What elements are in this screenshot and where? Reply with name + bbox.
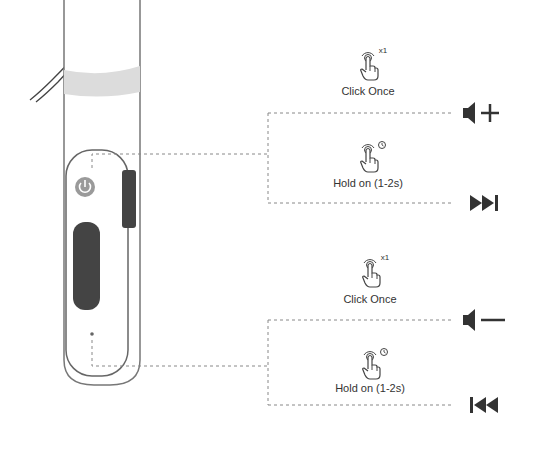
volume-up-symbol xyxy=(463,102,499,124)
leader-line xyxy=(92,113,452,405)
control-module xyxy=(66,150,128,376)
microphone-hole xyxy=(90,332,94,336)
earphone-body xyxy=(64,0,140,385)
volume-button xyxy=(73,222,100,310)
repeat-count: x1 xyxy=(378,47,388,56)
volume-down-symbol xyxy=(463,309,505,331)
repeat-count: x1 xyxy=(380,254,390,263)
power-button xyxy=(75,177,95,197)
tap-icon xyxy=(363,260,380,287)
side-button xyxy=(122,170,136,228)
grey-band xyxy=(64,66,140,97)
gesture-label: Hold on (1-2s) xyxy=(332,177,404,189)
gesture-label: Click Once xyxy=(342,293,397,305)
gesture-label: Click Once xyxy=(340,85,395,97)
hold-icon xyxy=(361,145,378,172)
hold-icon xyxy=(363,352,380,379)
next-track-symbol xyxy=(470,195,498,211)
clock-icon xyxy=(381,349,388,356)
clock-icon xyxy=(379,142,386,149)
tap-icon xyxy=(361,53,378,80)
gesture-label: Hold on (1-2s) xyxy=(334,382,406,394)
previous-track-symbol xyxy=(470,397,498,413)
